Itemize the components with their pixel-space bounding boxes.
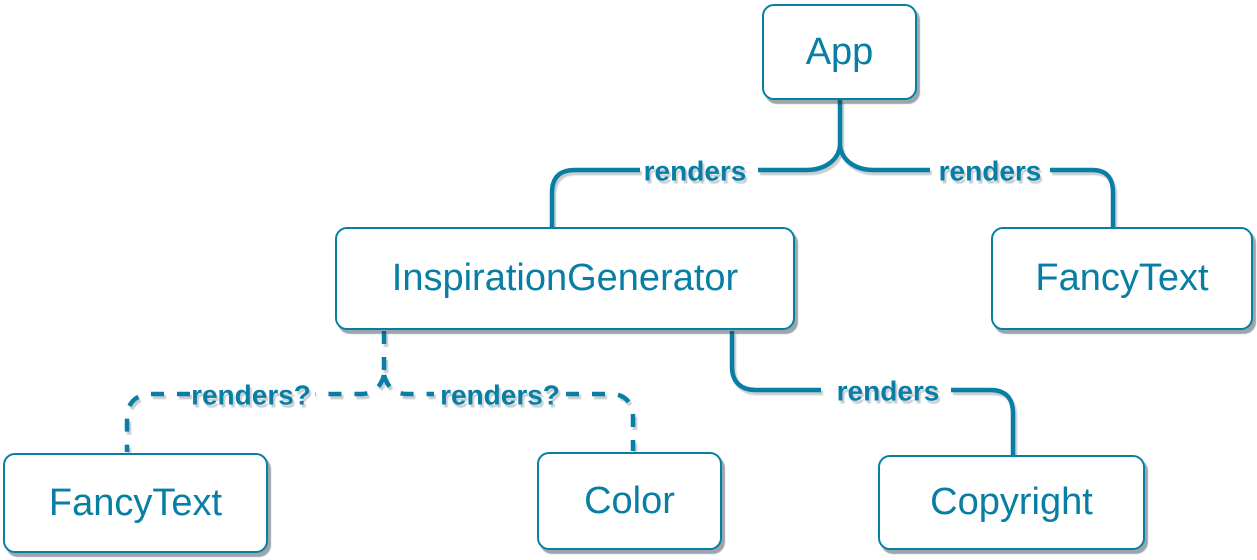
edge-inspirationgenerator-to-fancytext-conditional bbox=[315, 374, 387, 397]
node-fancy-text-top: FancyText bbox=[991, 227, 1253, 330]
edge-label-renders-right: renders bbox=[939, 156, 1042, 187]
edge-app-to-fancytext bbox=[837, 145, 930, 173]
edge-inspirationgenerator-to-copyright bbox=[729, 331, 821, 393]
node-inspiration-generator: InspirationGenerator bbox=[335, 227, 795, 330]
edge-label-renders-conditional-left: renders? bbox=[191, 380, 311, 411]
edge-label-renders-conditional-right: renders? bbox=[440, 380, 560, 411]
node-app: App bbox=[762, 4, 917, 100]
node-color: Color bbox=[537, 452, 722, 550]
edge-label-renders-copyright: renders bbox=[837, 376, 940, 407]
edge-inspirationgenerator-to-fancytext-conditional bbox=[124, 391, 190, 452]
edge-app-to-fancytext bbox=[1050, 167, 1116, 227]
edge-app-to-inspirationgenerator bbox=[549, 167, 640, 227]
edge-inspirationgenerator-to-copyright bbox=[951, 387, 1016, 455]
edge-label-renders-left: renders bbox=[644, 156, 747, 187]
edge-inspirationgenerator-to-color-conditional bbox=[566, 391, 636, 451]
edge-app-to-inspirationgenerator bbox=[758, 145, 843, 173]
edge-inspirationgenerator-to-color-conditional bbox=[381, 374, 434, 397]
node-fancy-text-bottom: FancyText bbox=[3, 453, 268, 553]
node-copyright: Copyright bbox=[878, 455, 1145, 550]
